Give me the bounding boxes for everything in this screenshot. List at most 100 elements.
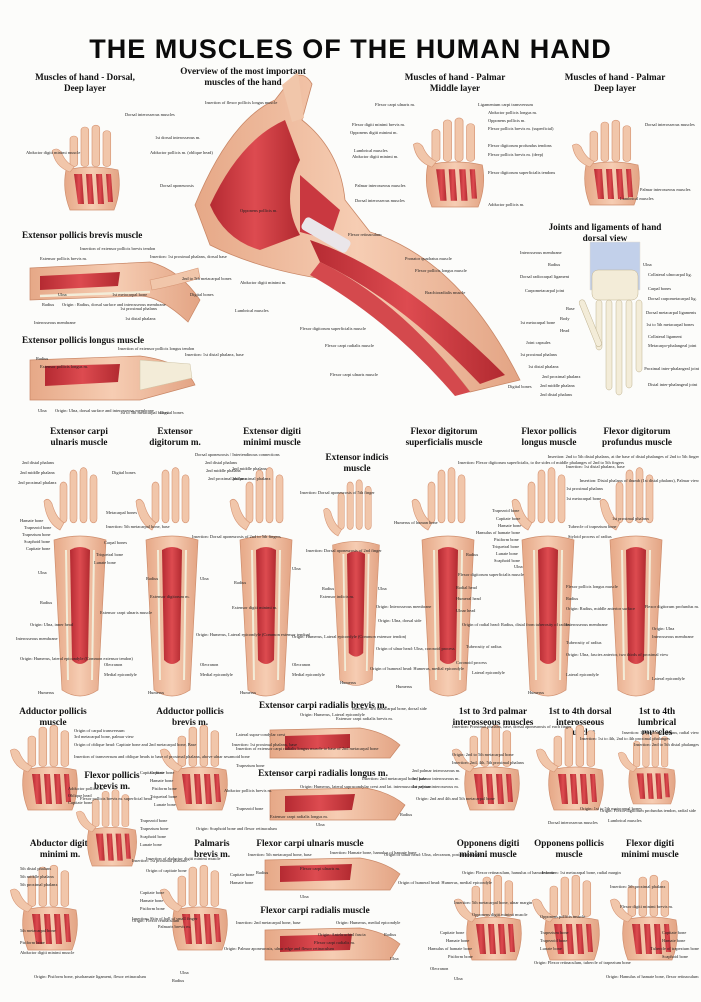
label: 1st to 5th metacarpal bones xyxy=(120,410,169,415)
label: Proximal inter-phalangeal joint xyxy=(644,366,699,371)
label: Capitate bone xyxy=(26,546,51,551)
label: Triquetral bone xyxy=(492,544,520,549)
label: Abductor pollicis brevis m. xyxy=(224,788,273,793)
label: Extensor indicis m. xyxy=(320,594,355,599)
label: Insertion: 1st to 4th, 2nd to 4th proxim… xyxy=(580,736,670,741)
label: Ulna xyxy=(454,976,463,981)
label: Origin: 2nd and 4th and 5th metacarpal b… xyxy=(416,796,495,801)
label: Ligamentum carpi transversum xyxy=(478,102,533,107)
heading-fdmin: Flexor digiti minimi muscle xyxy=(621,838,679,859)
label: Styloid process of radius xyxy=(568,534,612,539)
heading-epb: Extensor pollicis brevis muscle xyxy=(22,230,143,240)
label: Scaphoid bone xyxy=(24,539,50,544)
label: Flexor carpi ulnaris m. xyxy=(375,102,415,107)
label: Origin: Ulna, inner head xyxy=(30,622,73,627)
label: Dorsal radiocarpal ligament xyxy=(520,274,570,279)
label: Capitate bone xyxy=(140,890,165,895)
label: Pisiform bone xyxy=(494,537,519,542)
label: Digital bones xyxy=(112,470,136,475)
label: 2nd distal phalanx xyxy=(540,392,573,397)
label: Insertion: 1st proximal phalanx, base xyxy=(232,742,297,747)
label: Olecranon xyxy=(104,662,123,667)
label: Radial head xyxy=(456,585,477,590)
label: Insertion: 2nd to 5th distal phalanx, at… xyxy=(547,454,699,459)
label: 1st proximal phalanx xyxy=(566,486,604,491)
label: 1st distal phalanx xyxy=(528,364,559,369)
label: Brachioradialis muscle xyxy=(425,290,466,295)
label: 2nd proximal phalanx xyxy=(542,374,581,379)
label: Digital bones xyxy=(160,410,184,415)
label: 2nd distal phalanx xyxy=(22,460,55,465)
label: Trapezium bone xyxy=(540,930,569,935)
label: Extensor digiti minimi m. xyxy=(232,605,278,610)
label: Humerus xyxy=(340,680,357,685)
label: Insertion: 2nd metacarpal bone, base xyxy=(362,776,427,781)
label: Abductor digiti minimi m. xyxy=(352,154,399,159)
label: Scaphoid bone xyxy=(140,834,166,839)
label: Tubercle of trapezium bone xyxy=(568,524,617,529)
label: Capitate bone xyxy=(150,770,175,775)
label: Triquetral bone xyxy=(96,552,124,557)
heading-ecrl: Extensor carpi radialis longus m. xyxy=(258,768,388,778)
label: Flexor carpi radialis m. xyxy=(314,940,355,945)
heading-ecrb: Extensor carpi radialis brevis m. xyxy=(258,700,388,710)
label: Insertion: Dorsal aponeurosis of 2nd to … xyxy=(192,534,281,539)
label: Trapezium bone xyxy=(22,532,51,537)
label: 1st to 5th metacarpal bones xyxy=(646,322,695,327)
label: Flexor digitorum profundus tendons xyxy=(488,143,552,148)
label: Interosseous membrane xyxy=(16,636,58,641)
label: Capitate bone xyxy=(496,516,521,521)
label: Insertion: 2nd metacarpal bone, base xyxy=(236,920,301,925)
label: Lunate bone xyxy=(154,802,176,807)
label: Origin: Flexor retinaculum, hamulus of h… xyxy=(462,870,555,875)
label: Pisiform bone xyxy=(20,940,45,945)
label: Flexor digitorum profundus m. xyxy=(644,604,699,609)
heading-pb: Palmaris brevis m. xyxy=(193,838,231,859)
label: Origin: Ulna, fascies anterior, two thir… xyxy=(566,652,669,657)
label: Lumbrical muscles xyxy=(608,818,642,823)
label: Hamulus of hamate bone xyxy=(428,946,473,951)
label: Capitate bone xyxy=(68,800,93,805)
label: Digital bones xyxy=(190,292,214,297)
heading-odm: Opponens digiti minimi muscle xyxy=(456,838,520,859)
label: Radius xyxy=(36,356,49,361)
label: Trapezoid bone xyxy=(540,938,568,943)
heading-dorsal-deep: Muscles of hand - Dorsal, Deep layer xyxy=(35,72,135,93)
label: 1st proximal phalanx xyxy=(120,306,158,311)
label: Flexor carpi radialis muscle xyxy=(325,343,374,348)
label: Flexor digitorum superficialis muscle xyxy=(300,326,366,331)
label: Insertion: Proximal phalanx, base, dorsa… xyxy=(452,724,572,729)
label: Olecranon xyxy=(292,662,311,667)
label: Digital bones xyxy=(508,384,532,389)
label: Olecranon xyxy=(430,966,449,971)
label: Ulna xyxy=(643,262,652,267)
label: Insertion of flexor pollicis longus musc… xyxy=(205,100,278,105)
label: Interosseous membrane xyxy=(566,622,608,627)
fcu-illustration xyxy=(264,857,401,891)
label: Ulna xyxy=(292,566,301,571)
label: Origin: Ulna, dorsal side xyxy=(378,618,422,623)
label: 1st proximal phalanx xyxy=(520,352,558,357)
label: 2nd middle phalanx xyxy=(20,470,55,475)
label: Ulna xyxy=(300,894,309,899)
label: Humerus xyxy=(38,690,55,695)
heading-edm: Extensor digiti minimi muscle xyxy=(243,426,301,447)
label: Insertion: 1st distal phalanx, base xyxy=(566,464,625,469)
label: Humerus xyxy=(148,690,165,695)
label: Flexor digiti minimi brevis m. xyxy=(620,904,674,909)
label: Lumbrical muscles xyxy=(235,308,269,313)
label: Radius xyxy=(466,552,479,557)
label: Ulna xyxy=(180,970,189,975)
heading-op: Opponens pollicis muscle xyxy=(534,838,604,859)
label: Hamulus of hamate bone xyxy=(476,530,521,535)
label: Base xyxy=(566,306,575,311)
label: Abductor digiti minimi muscle xyxy=(20,950,75,955)
label: Origin of capitate bone xyxy=(146,868,187,873)
label: Radius xyxy=(400,812,413,817)
label: Radius xyxy=(566,596,579,601)
label: Collateral ligament xyxy=(648,334,682,339)
label: Insertion: 3rd metacarpal bone, dorsal s… xyxy=(352,706,427,711)
heading-palmar-interossei: 1st to 3rd palmar interosseous muscles xyxy=(452,706,534,727)
label: Adductor pollicis m. xyxy=(488,202,525,207)
label: Trapezoid bone xyxy=(24,525,52,530)
